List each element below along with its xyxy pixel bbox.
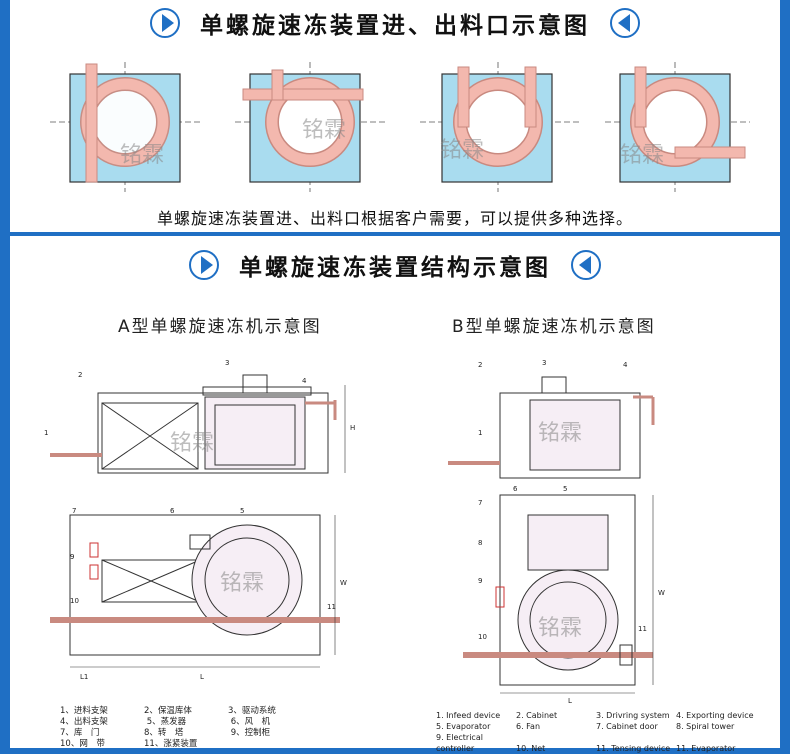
config-1-diagram bbox=[69, 63, 181, 183]
structure-panel: 单螺旋速冻装置结构示意图 bbox=[10, 236, 780, 748]
a-label-2: 2 bbox=[78, 371, 82, 379]
top-subtitle: 单螺旋速冻装置进、出料口根据客户需要，可以提供多种选择。 bbox=[156, 209, 633, 228]
b-label-8: 8 bbox=[478, 539, 482, 547]
a-label-7: 7 bbox=[72, 507, 76, 515]
legend-b-item: 10. Net bbox=[516, 744, 546, 753]
a-label-9: 9 bbox=[70, 553, 74, 561]
top-title-row: 单螺旋速冻装置进、出料口示意图 bbox=[10, 6, 780, 40]
b-label-5: 5 bbox=[563, 485, 567, 493]
legend-b-item: 9. Electrical controller bbox=[436, 733, 483, 753]
config-4-diagram bbox=[619, 66, 746, 183]
a-dim-h: H bbox=[350, 424, 355, 432]
play-right-icon bbox=[150, 8, 180, 38]
legend-a-item: 7、库 门 bbox=[60, 728, 100, 738]
legend-a-item: 1、进料支架 bbox=[60, 706, 108, 716]
legend-a-item: 3、驱动系统 bbox=[228, 706, 276, 716]
legend-b-item: 1. Infeed device bbox=[436, 711, 501, 720]
legend-a-item: 5、蒸发器 bbox=[146, 717, 187, 727]
type-b-label: B型单螺旋速冻机示意图 bbox=[452, 317, 656, 337]
type-b-drawing: 2 3 4 1 6 5 7 8 9 10 11 L W 铭霖 铭霖 bbox=[448, 359, 665, 705]
b-label-4: 4 bbox=[623, 361, 628, 369]
b-label-2: 2 bbox=[478, 361, 482, 369]
a-dim-l1: L1 bbox=[80, 673, 88, 681]
legend-a-item: 2、保温库体 bbox=[144, 706, 192, 716]
b-dim-l: L bbox=[568, 697, 572, 705]
legend-a-item: 10、网 带 bbox=[60, 739, 105, 749]
port-configurations: 铭霖 铭霖 铭霖 铭霖 bbox=[50, 62, 750, 192]
legend-b-item: 2. Cabinet bbox=[516, 711, 558, 720]
watermark-1: 铭霖 bbox=[120, 143, 164, 168]
b-label-9: 9 bbox=[478, 577, 482, 585]
legend-a-item: 6、风 机 bbox=[230, 717, 271, 727]
watermark-a1: 铭霖 bbox=[170, 431, 214, 456]
type-a-legend: 1、进料支架 2、保温库体 3、驱动系统 4、出料支架 5、蒸发器 6、风 机 7、库 门… bbox=[60, 706, 360, 750]
watermark-b1: 铭霖 bbox=[538, 421, 582, 446]
a-dim-l: L bbox=[200, 673, 204, 681]
legend-b-item: 7. Cabinet door bbox=[596, 722, 658, 731]
watermark-a2: 铭霖 bbox=[220, 571, 264, 596]
b-label-10: 10 bbox=[478, 633, 487, 641]
top-title: 单螺旋速冻装置进、出料口示意图 bbox=[200, 13, 590, 39]
a-dim-w: W bbox=[340, 579, 347, 587]
b-dim-w: W bbox=[658, 589, 665, 597]
a-label-10: 10 bbox=[70, 597, 79, 605]
a-label-1: 1 bbox=[44, 429, 48, 437]
watermark-3: 铭霖 bbox=[440, 138, 484, 163]
watermark-b2: 铭霖 bbox=[538, 616, 582, 641]
b-label-1: 1 bbox=[478, 429, 482, 437]
play-left-icon bbox=[571, 250, 601, 280]
inlet-outlet-panel: 单螺旋速冻装置进、出料口示意图 bbox=[10, 0, 780, 232]
a-label-5: 5 bbox=[240, 507, 244, 515]
b-label-6: 6 bbox=[513, 485, 518, 493]
legend-b-item: 11. Evaporator bbox=[676, 744, 736, 753]
legend-b-item: 11. Tensing device bbox=[596, 744, 671, 753]
legend-b-item: 8. Spiral tower bbox=[676, 722, 735, 731]
play-left-icon bbox=[610, 8, 640, 38]
watermark-4: 铭霖 bbox=[620, 143, 664, 168]
b-label-7: 7 bbox=[478, 499, 482, 507]
config-2-diagram bbox=[242, 69, 364, 183]
legend-a-item: 9、控制柜 bbox=[230, 728, 271, 738]
b-label-11: 11 bbox=[638, 625, 647, 633]
b-label-3: 3 bbox=[542, 359, 546, 367]
watermark-2: 铭霖 bbox=[302, 118, 346, 143]
type-b-legend: 1. Infeed device 2. Cabinet 3. Drivring sy… bbox=[436, 710, 766, 754]
config-3-diagram bbox=[441, 66, 553, 183]
bottom-title-row: 单螺旋速冻装置结构示意图 bbox=[10, 248, 780, 282]
legend-b-item: 6. Fan bbox=[516, 722, 541, 731]
legend-b-item: 4. Exporting device bbox=[676, 711, 754, 720]
type-a-label: A型单螺旋速冻机示意图 bbox=[118, 317, 322, 337]
legend-a-item: 8、转 塔 bbox=[144, 728, 184, 738]
play-right-icon bbox=[189, 250, 219, 280]
a-label-6: 6 bbox=[170, 507, 175, 515]
a-label-11: 11 bbox=[327, 603, 336, 611]
type-a-drawing: 2 1 3 4 7 6 5 9 10 11 L L1 W H 铭霖 铭霖 bbox=[44, 359, 355, 681]
legend-b-item: 3. Drivring system bbox=[596, 711, 670, 720]
a-label-3: 3 bbox=[225, 359, 229, 367]
a-label-4: 4 bbox=[302, 377, 307, 385]
bottom-title: 单螺旋速冻装置结构示意图 bbox=[239, 255, 551, 281]
legend-b-item: 5. Evaporator bbox=[436, 722, 491, 731]
legend-a-item: 4、出料支架 bbox=[60, 717, 108, 727]
legend-a-item: 11、涨紧装置 bbox=[144, 739, 198, 749]
